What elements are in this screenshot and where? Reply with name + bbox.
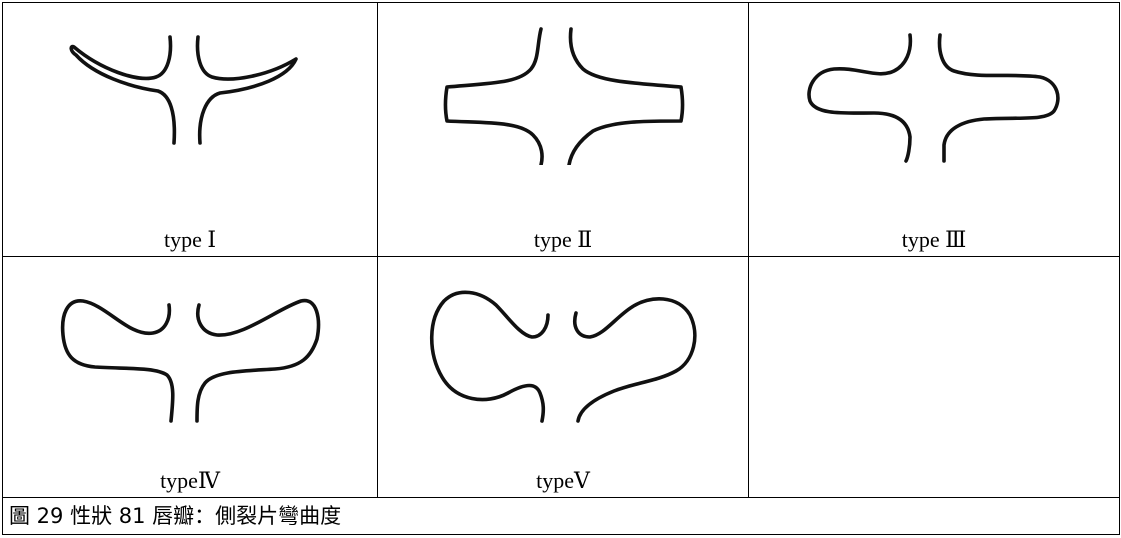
figure-caption: 圖 29 性狀 81 唇瓣：側裂片彎曲度 [9, 504, 342, 528]
labellum-type-2-icon [443, 27, 685, 165]
type-label: type Ⅲ [901, 227, 967, 252]
figure-cell-empty [748, 256, 1120, 498]
figure-cell-type-5: typeⅤ [377, 256, 749, 498]
labellum-type-3-icon [807, 33, 1060, 163]
figure-cell-type-3: type Ⅲ [748, 2, 1120, 257]
caption-row: 圖 29 性狀 81 唇瓣：側裂片彎曲度 [2, 497, 1120, 535]
type-label: type Ⅱ [533, 227, 593, 252]
figure-cell-type-4: typeⅣ [2, 256, 378, 498]
type-label: typeⅤ [536, 468, 590, 493]
figure-row-1: type Ⅰ type Ⅱ [2, 2, 1120, 257]
figure-row-2: typeⅣ typeⅤ [2, 256, 1120, 498]
figure-cell-type-2: type Ⅱ [377, 2, 749, 257]
type-label: type Ⅰ [163, 227, 217, 252]
labellum-type-1-icon [69, 35, 298, 145]
labellum-type-5-icon [429, 290, 697, 423]
caption-cell: 圖 29 性狀 81 唇瓣：側裂片彎曲度 [2, 497, 1120, 535]
type-label: typeⅣ [160, 468, 220, 493]
figure-cell-type-1: type Ⅰ [2, 2, 378, 257]
labellum-type-4-icon [60, 298, 321, 423]
